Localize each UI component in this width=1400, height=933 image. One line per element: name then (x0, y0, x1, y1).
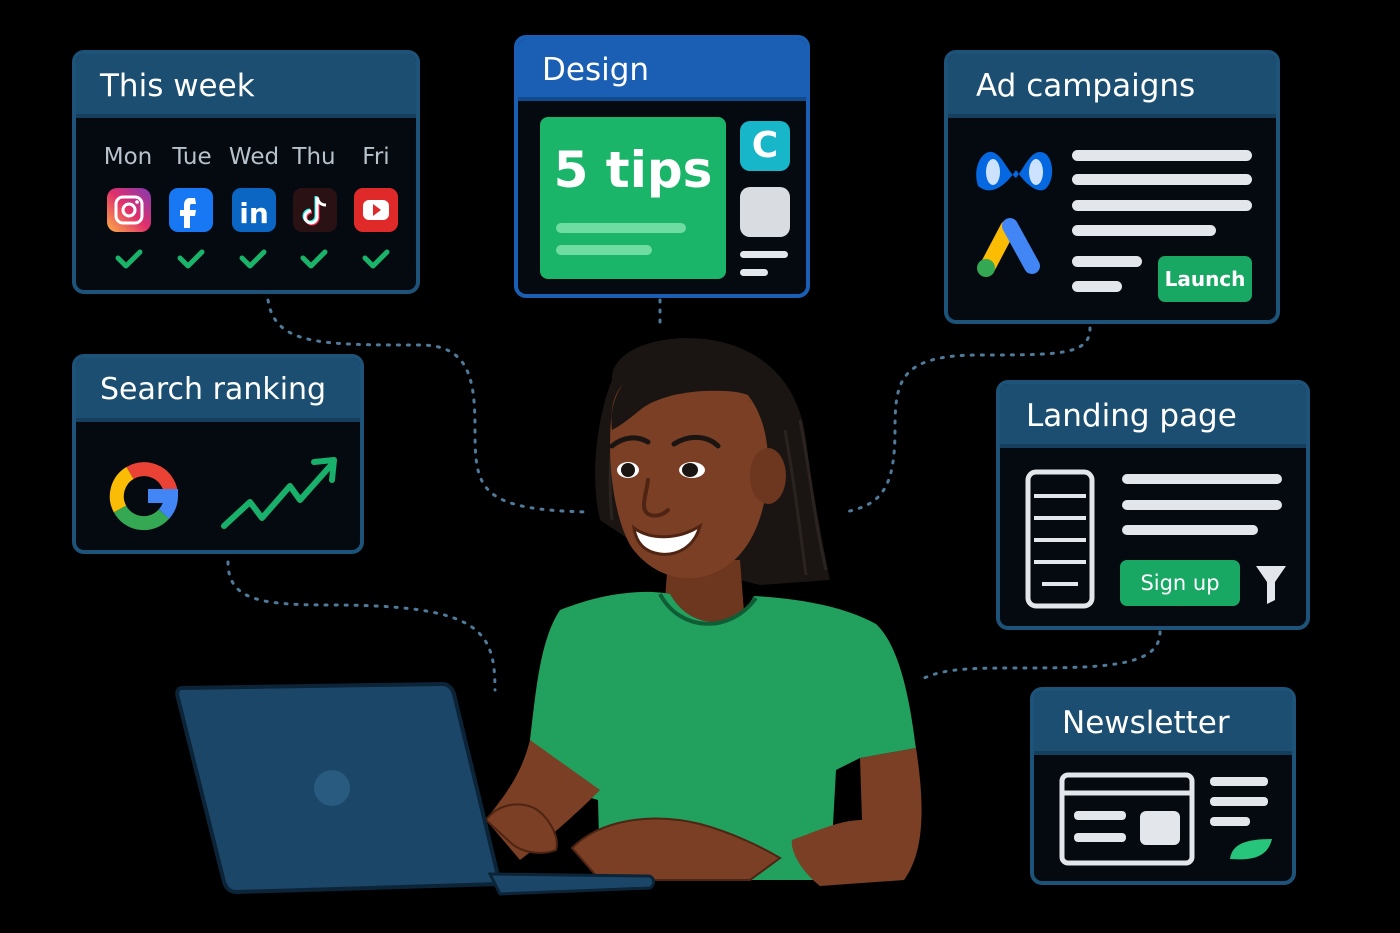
facebook-icon (169, 188, 213, 232)
google-ads-icon (977, 218, 1040, 277)
linkedin-icon: in (232, 188, 276, 232)
right-hand (570, 817, 782, 881)
day-label: Mon (104, 144, 153, 170)
design-card: Design 5 tips C (514, 35, 810, 298)
sign-up-button[interactable]: Sign up (1120, 560, 1240, 606)
design-title: Design (518, 39, 806, 101)
email-template-icon (1059, 772, 1272, 866)
landing-page-title: Landing page (1000, 384, 1306, 448)
badge-letter: C (751, 125, 779, 166)
day-label: Thu (291, 144, 335, 170)
svg-text:in: in (239, 197, 269, 230)
google-icon (109, 462, 179, 531)
ad-campaigns-title: Ad campaigns (948, 54, 1276, 118)
laptop-logo (314, 770, 350, 806)
check-icon (115, 249, 143, 269)
search-ranking-card: Search ranking (72, 354, 364, 554)
trend-up-icon (221, 457, 337, 529)
check-icon (177, 249, 205, 269)
launch-button[interactable]: Launch (1158, 256, 1252, 302)
canva-badge: C (740, 121, 790, 171)
shirt (530, 591, 916, 880)
day-label: Tue (171, 144, 211, 170)
search-ranking-title: Search ranking (76, 358, 360, 422)
check-icon (362, 249, 390, 269)
laptop-base (487, 872, 656, 896)
day-label: Wed (229, 144, 279, 170)
day-label: Fri (362, 144, 389, 170)
landing-page-card: Landing page Sign up (996, 380, 1310, 630)
check-icon (300, 249, 328, 269)
instagram-icon (107, 188, 151, 232)
tiktok-icon (293, 188, 337, 232)
this-week-card: This week Mon Tue Wed Thu Fri (72, 50, 420, 294)
smile (632, 522, 703, 556)
left-hand (484, 803, 558, 854)
funnel-icon (1256, 566, 1286, 604)
check-icon (239, 249, 267, 269)
phone-mockup-icon (1025, 469, 1095, 609)
schedule-grid: Mon Tue Wed Thu Fri (104, 144, 398, 269)
ad-campaigns-card: Ad campaigns Launch (944, 50, 1280, 324)
image-placeholder (740, 187, 790, 237)
tip-card: 5 tips (540, 117, 726, 279)
leaf-icon (1230, 839, 1272, 860)
right-arm (791, 748, 922, 886)
meta-icon (976, 151, 1053, 191)
youtube-icon (354, 188, 398, 232)
tip-text: 5 tips (553, 141, 713, 199)
ear (750, 448, 786, 504)
newsletter-title: Newsletter (1034, 691, 1292, 755)
newsletter-card: Newsletter (1030, 687, 1296, 885)
this-week-title: This week (76, 54, 416, 118)
